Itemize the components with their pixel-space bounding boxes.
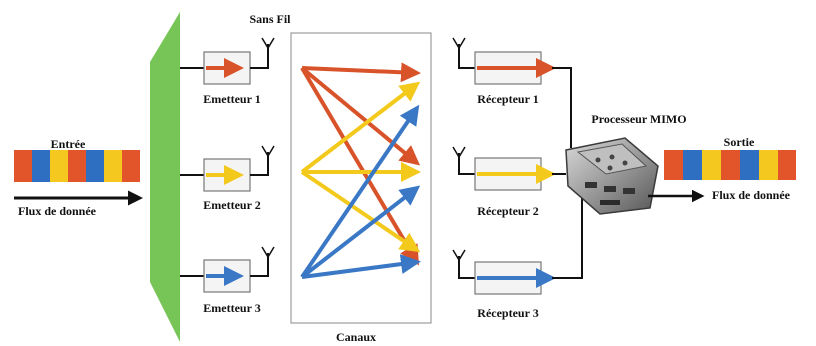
stream-block (683, 150, 702, 180)
entree-label: Entrée (51, 137, 86, 151)
recepteur-1-label: Récepteur 1 (477, 92, 538, 106)
antenna-icon (261, 246, 275, 259)
emetteur-2-label: Emetteur 2 (203, 198, 260, 212)
sortie-label: Sortie (724, 135, 755, 149)
emetteur-1-label: Emetteur 1 (203, 92, 260, 106)
recepteur-2-label: Récepteur 2 (477, 204, 538, 218)
channel-arrow (300, 81, 421, 174)
splitter-block (150, 12, 180, 342)
antenna-icon (261, 145, 275, 158)
flux-in-label: Flux de donnée (18, 204, 97, 218)
channel-arrow (300, 170, 421, 253)
emetteur-2 (180, 145, 275, 192)
channel-arrow (300, 185, 421, 279)
stream-block (68, 150, 86, 182)
channel-arrows (300, 62, 421, 279)
stream-block (14, 150, 32, 182)
canaux-label: Canaux (336, 330, 376, 344)
recepteur-2 (452, 146, 566, 191)
stream-block (86, 150, 104, 182)
stream-block (664, 150, 683, 180)
stream-block (702, 150, 721, 180)
channel-arrow (301, 62, 421, 83)
stream-block (721, 150, 740, 180)
channel-arrow (300, 66, 421, 166)
recepteur-3 (452, 196, 583, 295)
stream-block (778, 150, 796, 180)
antenna-icon (261, 37, 275, 50)
processor-chip-icon (565, 137, 659, 215)
channel-arrow (300, 66, 420, 266)
sans-fil-label: Sans Fil (249, 12, 291, 26)
recepteur-3-label: Récepteur 3 (477, 306, 538, 320)
stream-block (104, 150, 122, 182)
channel-arrow (300, 104, 420, 279)
stream-block (759, 150, 778, 180)
stream-block (122, 150, 140, 182)
emetteur-3-label: Emetteur 3 (203, 301, 260, 315)
channel-arrow (301, 254, 421, 279)
stream-block (740, 150, 759, 180)
emetteur-1 (180, 37, 275, 85)
recepteur-1 (452, 37, 572, 148)
input-stream (14, 150, 140, 182)
processeur-label: Processeur MIMO (591, 112, 686, 126)
output-stream (664, 150, 796, 180)
emetteur-3 (180, 246, 275, 293)
stream-block (50, 150, 68, 182)
flux-out-label: Flux de donnée (712, 188, 791, 202)
stream-block (32, 150, 50, 182)
